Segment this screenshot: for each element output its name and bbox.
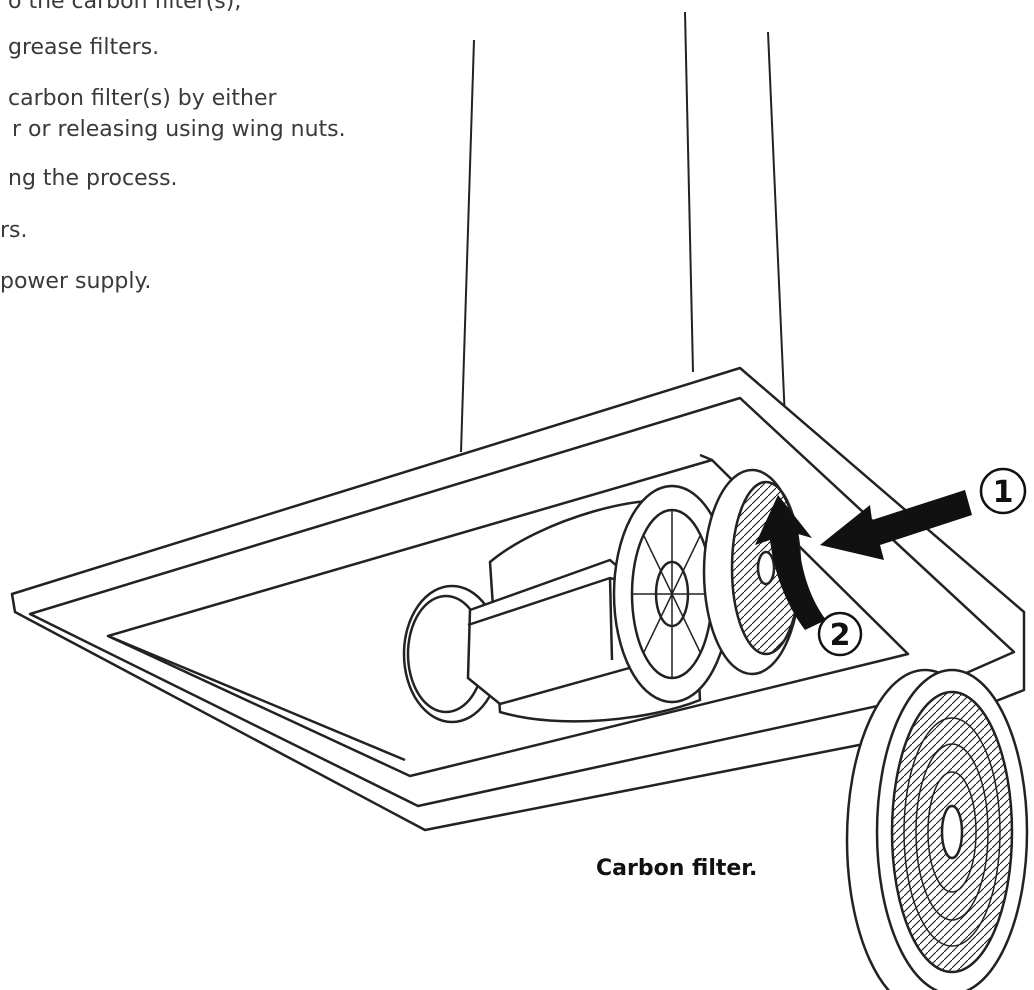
motor-assembly [402, 468, 802, 724]
carbon-filter-caption: Carbon filter. [596, 856, 758, 881]
step-5: power supply. [0, 269, 152, 294]
step-3: ng the process. [8, 166, 178, 191]
callout-1-badge: 1 [979, 467, 1027, 515]
callout-2-badge: 2 [817, 611, 863, 657]
chimney [460, 11, 786, 453]
step-1-line-1: o the carbon filter(s), [8, 0, 242, 14]
callout-1: 1 [993, 475, 1014, 510]
step-2-line-1: carbon filter(s) by either [8, 86, 277, 111]
push-arrow [820, 490, 972, 560]
step-4: rs. [0, 218, 28, 243]
step-2-line-2: r or releasing using wing nuts. [12, 117, 346, 142]
step-1-line-2: grease filters. [8, 35, 160, 60]
instruction-text: o the carbon filter(s), grease filters. … [0, 0, 470, 320]
callout-2: 2 [830, 618, 851, 653]
rotate-arrow [755, 495, 826, 630]
carbon-filter [845, 668, 1029, 990]
